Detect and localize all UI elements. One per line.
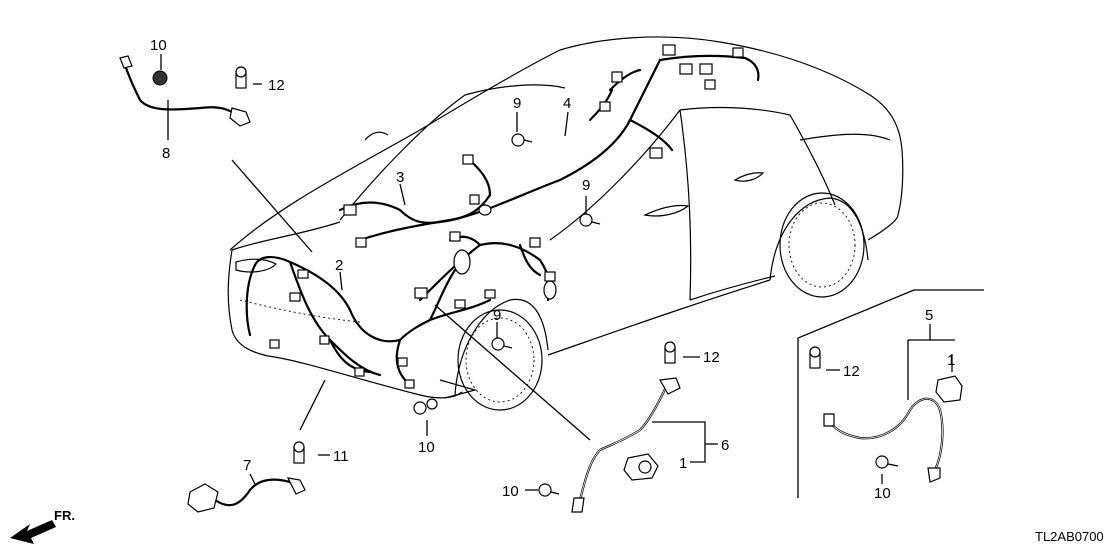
- part-8-ground-cable: [119, 55, 251, 127]
- callout-12-top: 12: [268, 77, 285, 94]
- part-5-box: [797, 289, 984, 498]
- bolt-9-mid: [579, 213, 601, 227]
- bolt-10-mid: [413, 398, 438, 415]
- leader-lines: [160, 54, 955, 491]
- callouts: 10 12 8 9 4 3 9 2 9 12 10 11 7 6 1 10 5 …: [150, 37, 955, 502]
- engine-harness: [245, 231, 557, 389]
- callout-11: 11: [333, 448, 349, 465]
- callout-2: 2: [335, 257, 343, 274]
- part-7-cable: [187, 441, 306, 513]
- callout-7: 7: [243, 457, 251, 474]
- callout-10-top: 10: [150, 37, 167, 54]
- direction-label: FR.: [54, 508, 75, 523]
- callout-10-right: 10: [874, 485, 891, 502]
- callout-6: 6: [721, 437, 729, 454]
- cabin-harness: [338, 44, 760, 248]
- part-6-ground-cable: [538, 341, 681, 513]
- bolt-9-top: [511, 133, 533, 147]
- callout-8: 8: [162, 145, 170, 162]
- callout-9-low: 9: [493, 307, 501, 324]
- car-body: [227, 36, 904, 411]
- callout-1-mid: 1: [679, 455, 687, 472]
- callout-12-right: 12: [843, 363, 860, 380]
- callout-9-top: 9: [513, 95, 521, 112]
- diagram-code: TL2AB0700: [1035, 529, 1104, 544]
- callout-4: 4: [563, 95, 571, 112]
- callout-12-mid: 12: [703, 349, 720, 366]
- callout-5: 5: [925, 307, 933, 324]
- bolt-9-low: [491, 337, 513, 351]
- callout-10-mid: 10: [418, 439, 435, 456]
- front-direction-arrow: FR.: [10, 508, 75, 544]
- callout-3: 3: [396, 169, 404, 186]
- callout-1-right: 1: [947, 352, 955, 369]
- callout-9-mid: 9: [582, 177, 590, 194]
- callout-10-bottom: 10: [502, 483, 519, 500]
